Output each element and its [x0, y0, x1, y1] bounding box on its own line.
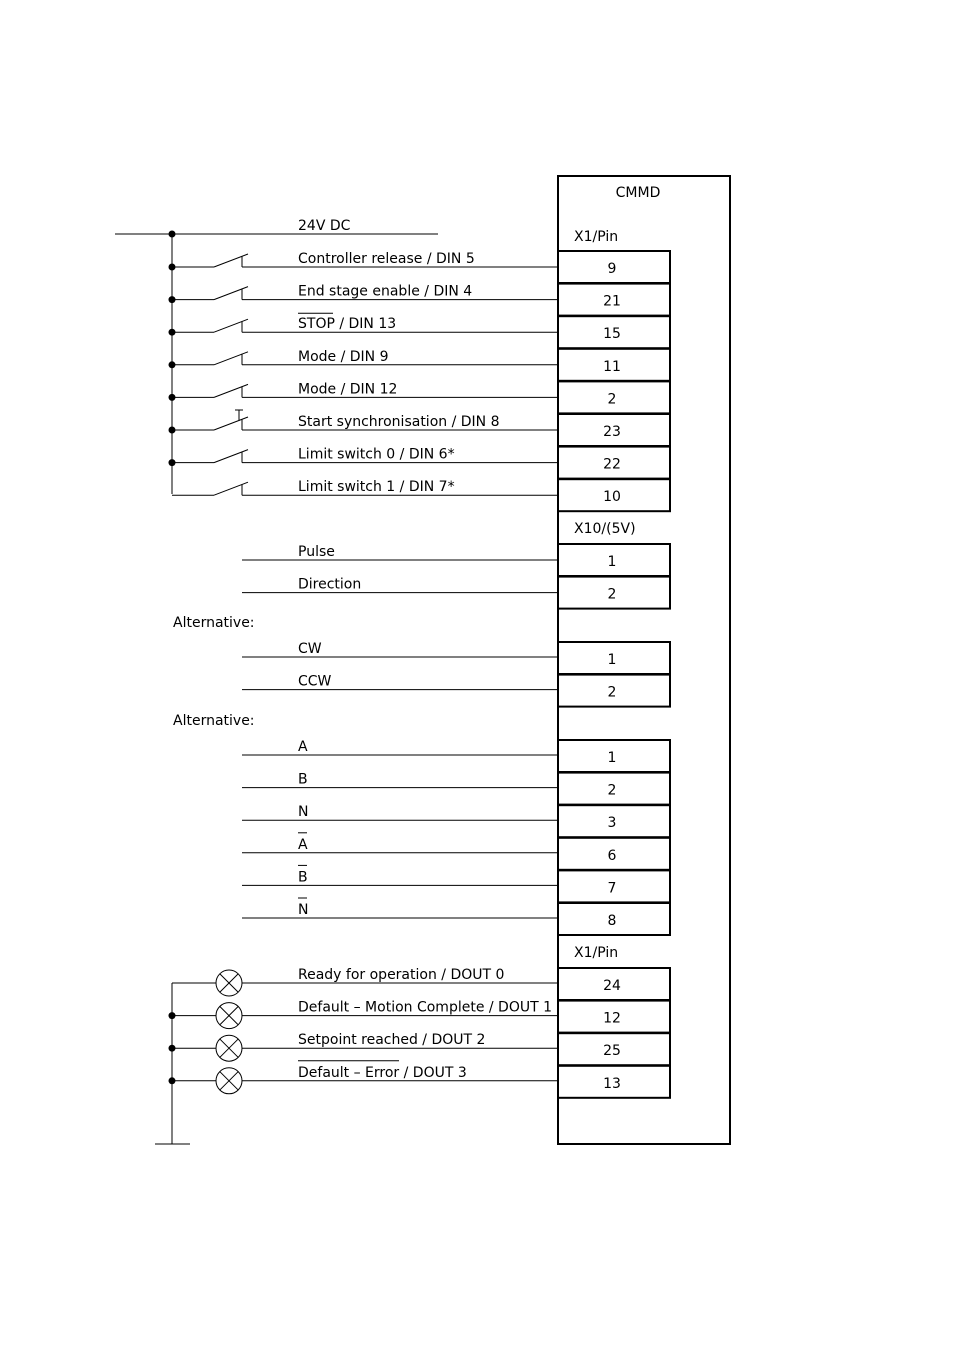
output-label: Default – Error / DOUT 3 — [298, 1065, 467, 1081]
indicator-lamp-icon — [215, 1034, 243, 1062]
alternative-2-label: Alternative: — [173, 713, 255, 729]
alt2-pin: 1 — [608, 750, 617, 766]
junction-dot — [168, 361, 176, 369]
section-x1-out-label: X1/Pin — [574, 945, 618, 961]
alt2-pin: 2 — [608, 783, 617, 799]
input-label: End stage enable / DIN 4 — [298, 284, 472, 300]
output-label: Setpoint reached / DOUT 2 — [298, 1032, 485, 1048]
input-pin: 10 — [603, 489, 621, 505]
switch-contact-icon — [172, 318, 249, 333]
indicator-lamp-icon — [215, 1002, 243, 1030]
input-label: Controller release / DIN 5 — [298, 251, 475, 267]
alt2-pin: 6 — [608, 848, 617, 864]
input-label: Limit switch 0 / DIN 6* — [298, 447, 455, 463]
supply-label: 24V DC — [298, 218, 351, 234]
device-outline — [557, 175, 731, 1145]
alt1-label: CCW — [298, 674, 332, 690]
alt2-pin: 3 — [608, 815, 617, 831]
static-frame: CMMD X1/Pin X10/(5V) X1/Pin 24V DC Alter… — [115, 175, 731, 1145]
input-pin: 23 — [603, 424, 621, 440]
input-label: Limit switch 1 / DIN 7* — [298, 479, 455, 495]
alt2-label: A — [298, 739, 308, 755]
device-name: CMMD — [616, 185, 661, 201]
switch-contact-icon — [172, 449, 249, 464]
input-pin: 11 — [603, 359, 621, 375]
alt2-label: N — [298, 902, 308, 918]
input-label: STOP / DIN 13 — [298, 316, 396, 332]
junction-dot — [168, 393, 176, 401]
junction-dot — [168, 426, 176, 434]
output-pin: 25 — [603, 1043, 621, 1059]
alt2-label: B — [298, 869, 308, 885]
junction-dot — [168, 459, 176, 467]
pulse-label: Direction — [298, 577, 361, 593]
junction-dot — [168, 1077, 176, 1085]
switch-contact-icon — [172, 253, 249, 268]
pulse-pin-box — [557, 575, 671, 610]
pulse-pin: 1 — [608, 554, 617, 570]
alt2-label: N — [298, 804, 308, 820]
input-pin-box — [557, 478, 671, 513]
alt2-label: B — [298, 772, 308, 788]
switch-contact-icon — [172, 351, 249, 366]
alternative-1-label: Alternative: — [173, 615, 255, 631]
output-pin: 13 — [603, 1076, 621, 1092]
section-x1-label: X1/Pin — [574, 229, 618, 245]
indicator-lamp-icon — [215, 1067, 243, 1095]
switch-contact-icon — [172, 481, 249, 496]
alt2-pin: 7 — [608, 880, 617, 896]
output-pin-box — [557, 1064, 671, 1099]
input-label: Mode / DIN 9 — [298, 349, 389, 365]
pushbutton-icon — [172, 409, 249, 431]
junction-dot — [168, 296, 176, 304]
input-pin: 21 — [603, 294, 621, 310]
indicator-lamp-icon — [215, 969, 243, 997]
output-label: Default – Motion Complete / DOUT 1 — [298, 1000, 552, 1016]
input-label: Start synchronisation / DIN 8 — [298, 414, 500, 430]
alt2-pin: 8 — [608, 913, 617, 929]
pulse-label: Pulse — [298, 544, 335, 560]
alt1-label: CW — [298, 641, 322, 657]
output-label: Ready for operation / DOUT 0 — [298, 967, 504, 983]
junction-dot — [168, 1044, 176, 1052]
junction-dot — [168, 263, 176, 271]
switch-contact-icon — [172, 383, 249, 398]
output-pin: 12 — [603, 1011, 621, 1027]
section-x10-label: X10/(5V) — [574, 521, 636, 537]
alt1-pin: 1 — [608, 652, 617, 668]
input-pin: 15 — [603, 326, 621, 342]
junction-dot — [168, 1012, 176, 1020]
input-pin: 9 — [608, 261, 617, 277]
alt2-label: A — [298, 837, 308, 853]
switch-contact-icon — [172, 286, 249, 301]
output-pin: 24 — [603, 978, 621, 994]
alt1-pin-box — [557, 673, 671, 708]
alt2-pin-box — [557, 902, 671, 936]
input-label: Mode / DIN 12 — [298, 381, 397, 397]
input-pin: 2 — [608, 391, 617, 407]
pulse-pin: 2 — [608, 587, 617, 603]
alt1-pin: 2 — [608, 685, 617, 701]
junction-dot — [168, 328, 176, 336]
input-pin: 22 — [603, 457, 621, 473]
